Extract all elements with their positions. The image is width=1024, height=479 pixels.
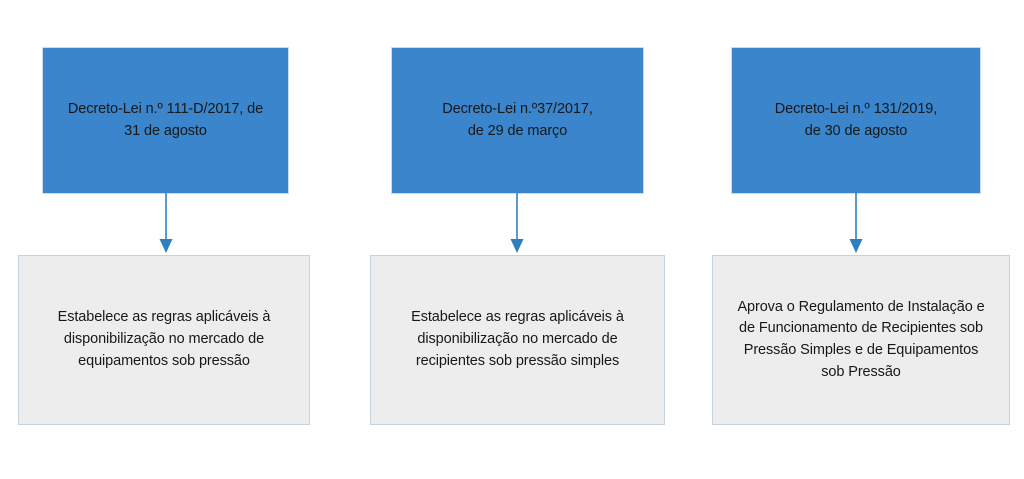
law-box-3[interactable]: Decreto-Lei n.º 131/2019, de 30 de agost… [732,48,980,193]
law-box-2[interactable]: Decreto-Lei n.º37/2017, de 29 de março [392,48,643,193]
description-box-2-text: Estabelece as regras aplicáveis à dispon… [411,309,624,369]
description-box-1[interactable]: Estabelece as regras aplicáveis à dispon… [18,255,310,425]
law-box-1[interactable]: Decreto-Lei n.º 111-D/2017, de 31 de ago… [43,48,288,193]
description-box-2[interactable]: Estabelece as regras aplicáveis à dispon… [370,255,665,425]
connector-arrow-3 [847,193,865,255]
description-box-3-text: Aprova o Regulamento de Instalação e de … [737,298,985,380]
law-box-1-text: Decreto-Lei n.º 111-D/2017, de 31 de ago… [67,101,264,139]
law-box-3-text: Decreto-Lei n.º 131/2019, de 30 de agost… [774,101,938,139]
connector-arrow-2 [508,193,526,255]
description-box-3[interactable]: Aprova o Regulamento de Instalação e de … [712,255,1010,425]
connector-arrow-1 [157,193,175,255]
description-box-1-text: Estabelece as regras aplicáveis à dispon… [57,309,271,369]
law-box-2-text: Decreto-Lei n.º37/2017, de 29 de março [442,101,593,139]
